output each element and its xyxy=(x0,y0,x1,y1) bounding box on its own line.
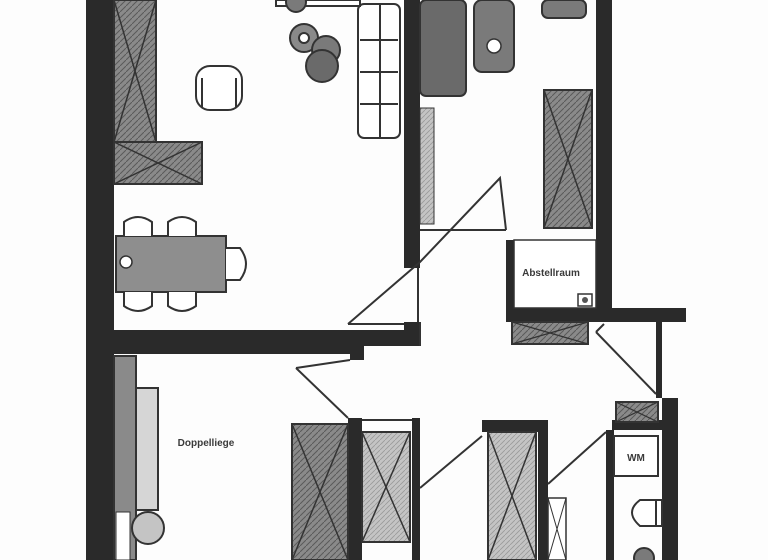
door-swing-inner xyxy=(419,431,607,489)
daybed-label: Doppelliege xyxy=(178,438,235,449)
thin-partitions xyxy=(362,229,506,421)
kitchen xyxy=(419,0,593,229)
wall-kitchen-right xyxy=(596,0,612,310)
bedroom: Doppelliege xyxy=(113,355,235,560)
wall-entry-right xyxy=(656,322,662,398)
coffee-table-icon xyxy=(275,0,361,7)
wall-bath-left xyxy=(606,430,614,560)
outer-wall-left xyxy=(86,0,114,560)
wall-room-divider-2 xyxy=(412,418,420,560)
wall-bedroom-top xyxy=(114,346,364,354)
pouf-icon xyxy=(131,511,165,545)
dining-table-icon xyxy=(115,216,247,312)
storage-room-label: Abstellraum xyxy=(522,268,580,279)
sofa-icon xyxy=(357,3,401,139)
wall-storage-bottom xyxy=(510,308,686,322)
wall-bath-top xyxy=(612,420,662,430)
wardrobes xyxy=(291,423,567,560)
door-swing-entry xyxy=(595,323,657,395)
storage-room: Abstellraum xyxy=(511,239,597,345)
wall-living-bottom xyxy=(114,330,419,346)
toilet-icon xyxy=(631,499,663,527)
fridge xyxy=(419,0,467,97)
door-swing-living xyxy=(347,175,507,325)
wall-partition-living-right-lower xyxy=(404,322,420,346)
wall-storage-left xyxy=(506,240,514,322)
bathroom: WM xyxy=(613,401,663,560)
living-room xyxy=(113,0,401,312)
wall-room-divider-4 xyxy=(538,432,548,560)
washer-icon xyxy=(613,435,659,477)
wall-room-divider-3 xyxy=(482,420,548,432)
floor-lamp-icon xyxy=(285,0,341,83)
basin-icon xyxy=(633,547,655,560)
washer-label: WM xyxy=(627,453,645,464)
wall-bath-right xyxy=(662,398,678,560)
armchair-icon xyxy=(195,65,243,111)
door-swing-bedroom xyxy=(295,359,351,419)
wall-room-divider-1 xyxy=(348,418,362,560)
kitchen-wall-strip xyxy=(419,107,435,225)
walls xyxy=(86,0,686,560)
sink-icon xyxy=(473,0,515,73)
wall-partition-living-right xyxy=(404,0,420,268)
stove-icon xyxy=(541,0,587,19)
